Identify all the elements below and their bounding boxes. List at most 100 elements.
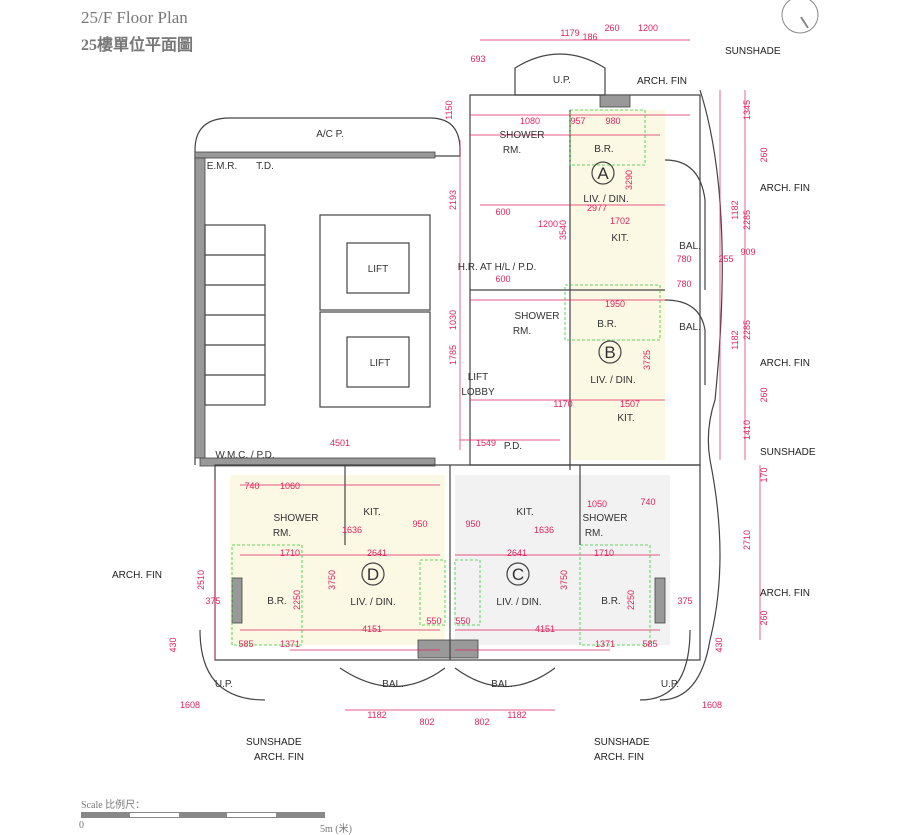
dimension-label: 260 <box>604 23 619 33</box>
dimension-label: 1507 <box>620 399 640 409</box>
room-label: W.M.C. / P.D. <box>215 450 274 461</box>
dimension-lines <box>214 39 761 711</box>
dimension-label: 255 <box>718 254 733 264</box>
dimension-label: 802 <box>419 717 434 727</box>
dimension-label: 4151 <box>362 624 382 634</box>
dimension-label: 693 <box>470 54 485 64</box>
room-label: RM. <box>585 528 603 539</box>
dimension-label: 1710 <box>594 548 614 558</box>
dimension-label: 170 <box>759 467 769 482</box>
dimension-label: 1182 <box>367 710 386 720</box>
dimension-label: 1030 <box>448 310 458 330</box>
annotation-label: ARCH. FIN <box>254 752 304 763</box>
dimension-label: 740 <box>640 497 655 507</box>
dimension-label: 1060 <box>280 481 300 491</box>
room-label: B.R. <box>594 144 613 155</box>
dimension-label: 2641 <box>367 548 387 558</box>
scale-start: 0 <box>79 820 84 831</box>
room-label: U.P. <box>553 75 571 86</box>
dimension-label: 186 <box>582 32 597 42</box>
room-label: B.R. <box>597 319 616 330</box>
room-label: LIFT <box>368 264 389 275</box>
dimension-label: 1200 <box>638 23 658 33</box>
dimension-label: 1182 <box>730 330 740 349</box>
dimension-label: 2977 <box>587 203 607 213</box>
dimension-label: 1549 <box>476 438 496 448</box>
dimension-label: 3750 <box>559 570 569 590</box>
dimension-label: 802 <box>474 717 489 727</box>
dimension-label: 2710 <box>742 530 752 550</box>
dimension-label: 3725 <box>642 350 652 370</box>
room-label: E.M.R. <box>207 161 238 172</box>
room-label: P.D. <box>504 441 522 452</box>
dimension-label: 4501 <box>330 438 350 448</box>
room-label: LIV. / DIN. <box>496 597 541 608</box>
dimension-label: 260 <box>759 147 769 162</box>
scale-bar <box>81 812 325 818</box>
dimension-label: 780 <box>676 254 691 264</box>
dimension-label: 2250 <box>292 590 302 610</box>
unit-fills <box>230 110 670 645</box>
scale-label: Scale 比例尺： <box>81 800 146 811</box>
annotation-label: SUNSHADE <box>760 447 816 458</box>
room-label: KIT. <box>363 507 380 518</box>
annotation-label: SUNSHADE <box>725 46 781 57</box>
room-label: B.R. <box>267 596 286 607</box>
dimension-label: 2250 <box>626 590 636 610</box>
dimension-label: 1371 <box>595 639 615 649</box>
room-label: KIT. <box>611 233 628 244</box>
dimension-label: 430 <box>168 637 178 652</box>
dimension-label: 1080 <box>520 116 540 126</box>
room-label: SHOWER <box>583 513 628 524</box>
dimension-label: 1371 <box>280 639 300 649</box>
room-label: RM. <box>273 528 291 539</box>
dimension-label: 1200 <box>538 219 558 229</box>
plan-title-en: 25/F Floor Plan <box>81 8 188 27</box>
annotation-label: ARCH. FIN <box>637 76 687 87</box>
dimension-label: 1608 <box>702 700 722 710</box>
annotation-label: ARCH. FIN <box>594 752 644 763</box>
dimension-label: 950 <box>412 519 427 529</box>
dimension-label: 550 <box>455 616 470 626</box>
annotation-label: ARCH. FIN <box>760 358 810 369</box>
dimension-label: 2285 <box>742 320 752 340</box>
dimension-label: 260 <box>759 610 769 625</box>
room-label: U.P. <box>661 679 679 690</box>
dimension-label: 1950 <box>605 299 625 309</box>
dimension-label: 600 <box>495 207 510 217</box>
dimension-label: 2193 <box>448 190 458 210</box>
dimension-label: 585 <box>642 639 657 649</box>
dimension-label: 2641 <box>507 548 527 558</box>
room-label: B.R. <box>601 596 620 607</box>
dimension-label: 780 <box>676 279 691 289</box>
unit-walls <box>199 53 723 701</box>
north-arrow <box>781 0 819 34</box>
room-label: LIV. / DIN. <box>583 194 628 205</box>
room-label: KIT. <box>617 413 634 424</box>
room-label: SHOWER <box>500 130 545 141</box>
room-label: LIFT <box>370 358 391 369</box>
dimension-label: 3290 <box>624 170 634 190</box>
room-label: T.D. <box>256 161 274 172</box>
annotation-label: SUNSHADE <box>594 737 650 748</box>
room-label: RM. <box>503 145 521 156</box>
dimension-label: 430 <box>714 637 724 652</box>
room-label: BAL. <box>491 679 513 690</box>
dimension-label: 980 <box>605 116 620 126</box>
unit-letter: D <box>367 565 379 584</box>
room-labels: A/C P.E.M.R.T.D.LIFTLIFTLIFTLOBBYW.M.C. … <box>207 75 701 690</box>
scale-end: 5m (米) <box>320 824 352 835</box>
room-label: A/C P. <box>316 129 344 140</box>
dimension-label: 1710 <box>280 548 300 558</box>
dimension-label: 1182 <box>507 710 526 720</box>
dimension-label: 3750 <box>327 570 337 590</box>
dimension-label: 585 <box>238 639 253 649</box>
dimension-label: 375 <box>205 596 220 606</box>
core-walls <box>194 117 461 467</box>
dimension-label: 550 <box>426 616 441 626</box>
dimension-label: 1170 <box>553 399 572 409</box>
unit-letter: B <box>604 343 615 362</box>
